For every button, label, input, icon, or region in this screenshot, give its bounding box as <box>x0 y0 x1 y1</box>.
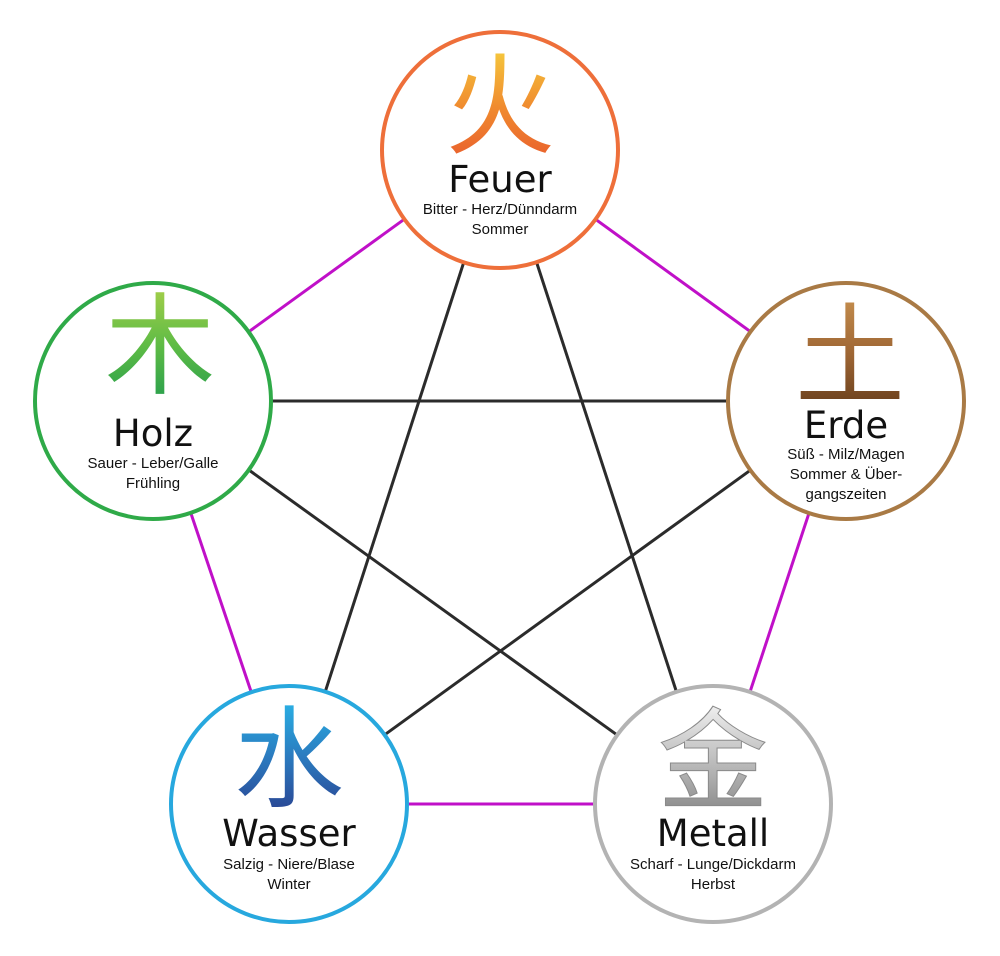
metall-line-1: Scharf - Lunge/Dickdarm <box>630 856 796 873</box>
holz-line-2: Frühling <box>126 475 180 492</box>
erde-line-2: Sommer & Über- <box>790 465 903 483</box>
holz-circle <box>33 281 273 521</box>
metall-circle <box>593 684 833 924</box>
erde-line-3: gangszeiten <box>806 486 887 503</box>
feuer-line-2: Sommer <box>472 221 529 238</box>
wasser-title: Wasser <box>222 812 356 855</box>
feuer-line-1: Bitter - Herz/Dünndarm <box>423 201 577 218</box>
erde-line-1: Süß - Milz/Magen <box>787 446 905 463</box>
earth-character-icon: 土 <box>795 293 905 421</box>
wasser-line-1: Salzig - Niere/Blase <box>223 856 355 873</box>
metal-character-icon: 金 <box>658 698 768 826</box>
wasser-circle <box>169 684 409 924</box>
element-node-feuer: 火 Feuer Bitter - Herz/Dünndarm Sommer <box>380 30 620 270</box>
element-node-erde: 土 Erde Süß - Milz/Magen Sommer & Über- g… <box>726 281 966 521</box>
element-node-metall: 金 Metall Scharf - Lunge/Dickdarm Herbst <box>593 684 833 924</box>
element-node-holz: 木 Holz Sauer - Leber/Galle Frühling <box>33 281 273 521</box>
erde-title: Erde <box>804 404 888 447</box>
element-node-wasser: 水 Wasser Salzig - Niere/Blase Winter <box>169 684 409 924</box>
wood-character-icon: 木 <box>105 283 215 411</box>
holz-title: Holz <box>113 412 193 455</box>
fire-character-icon: 火 <box>445 43 555 171</box>
water-character-icon: 水 <box>234 696 344 824</box>
feuer-circle <box>380 30 620 270</box>
metall-line-2: Herbst <box>691 876 736 893</box>
metall-title: Metall <box>657 812 769 855</box>
feuer-title: Feuer <box>448 158 552 201</box>
wasser-line-2: Winter <box>267 876 310 893</box>
erde-circle <box>726 281 966 521</box>
holz-line-1: Sauer - Leber/Galle <box>88 455 219 472</box>
